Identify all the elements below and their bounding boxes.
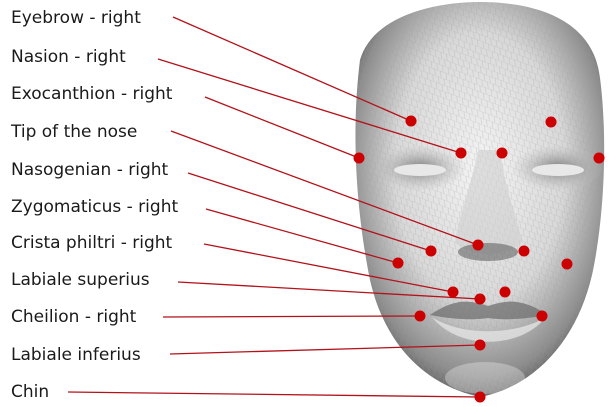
marker-labiale-superius bbox=[475, 294, 486, 305]
nose-shadow bbox=[458, 243, 518, 261]
label-nasogenian-right: Nasogenian - right bbox=[11, 160, 169, 180]
leader-line-chin bbox=[68, 392, 480, 397]
label-exocanthion-right: Exocanthion - right bbox=[11, 84, 173, 104]
marker-eyebrow-left bbox=[546, 117, 557, 128]
leader-line-cheilion-right bbox=[163, 316, 420, 317]
marker-crista-philtri-left bbox=[500, 287, 511, 298]
label-eyebrow-right: Eyebrow - right bbox=[11, 8, 141, 28]
marker-labiale-inferius bbox=[475, 340, 486, 351]
label-cheilion-right: Cheilion - right bbox=[11, 307, 137, 327]
marker-exocanthion-left bbox=[594, 153, 605, 164]
marker-chin bbox=[475, 392, 486, 403]
marker-nasogenian-right bbox=[426, 246, 437, 257]
marker-nasion-right bbox=[456, 148, 467, 159]
label-labiale-inferius: Labiale inferius bbox=[11, 345, 141, 365]
marker-eyebrow-right bbox=[406, 116, 417, 127]
marker-crista-philtri-right bbox=[448, 287, 459, 298]
marker-cheilion-left bbox=[537, 311, 548, 322]
label-tip-of-the-nose: Tip of the nose bbox=[10, 122, 137, 142]
marker-cheilion-right bbox=[415, 311, 426, 322]
label-labiale-superius: Labiale superius bbox=[11, 270, 150, 290]
label-nasion-right: Nasion - right bbox=[11, 47, 126, 67]
marker-zygomaticus-right bbox=[393, 258, 404, 269]
marker-nasogenian-left bbox=[519, 246, 530, 257]
landmark-labels: Eyebrow - right Nasion - right Exocanthi… bbox=[10, 8, 178, 402]
marker-tip-of-the-nose bbox=[473, 240, 484, 251]
marker-exocanthion-right bbox=[354, 153, 365, 164]
leader-line-exocanthion-right bbox=[205, 97, 359, 158]
label-zygomaticus-right: Zygomaticus - right bbox=[11, 197, 178, 217]
label-crista-philtri-right: Crista philtri - right bbox=[11, 233, 173, 253]
right-eyelid bbox=[394, 164, 446, 176]
left-eyelid bbox=[532, 164, 584, 176]
label-chin: Chin bbox=[11, 382, 49, 402]
marker-nasion-left bbox=[497, 148, 508, 159]
chin-highlight bbox=[445, 362, 525, 394]
marker-zygomaticus-left bbox=[562, 259, 573, 270]
